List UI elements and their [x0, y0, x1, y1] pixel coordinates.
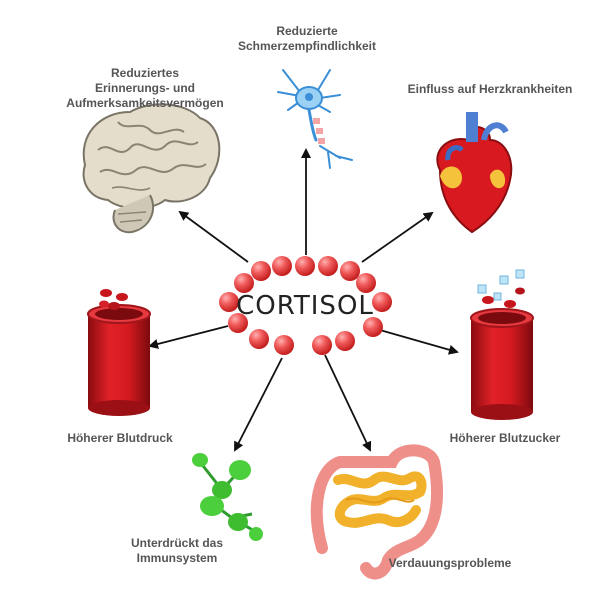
label-blood-sugar: Höherer Blutzucker: [449, 431, 561, 445]
label-immune: Unterdrückt das Immunsystem: [130, 536, 224, 565]
arrow-to-heart: [361, 211, 434, 263]
immune-molecule-icon: [192, 453, 263, 541]
intestine-icon: [310, 444, 444, 580]
brain-icon: [82, 103, 221, 234]
label-heart: Einfluss auf Herzkrankheiten: [407, 82, 573, 96]
cortisol-molecule-ring: [219, 256, 392, 355]
arrow-to-blood-sugar: [379, 329, 459, 355]
blood-vessel-icon: [87, 289, 151, 416]
arrow-to-blood-pressure: [148, 325, 229, 349]
arrows: [148, 148, 459, 452]
cortisol-title: CORTISOL: [236, 291, 374, 321]
arrow-to-memory: [178, 210, 249, 263]
heart-icon: [436, 112, 513, 234]
label-blood-pressure: Höherer Blutdruck: [67, 431, 173, 445]
arrow-to-digestion: [324, 354, 372, 452]
label-memory: Reduziertes Erinnerungs- und Aufmerksamk…: [66, 66, 224, 110]
blood-vessel-sugar-icon: [470, 269, 534, 420]
arrow-to-immune: [234, 357, 283, 452]
label-digestion: Verdauungsprobleme: [388, 556, 512, 570]
label-pain: Reduzierte Schmerzempfindlichkeit: [237, 24, 377, 53]
neuron-icon: [277, 69, 353, 169]
